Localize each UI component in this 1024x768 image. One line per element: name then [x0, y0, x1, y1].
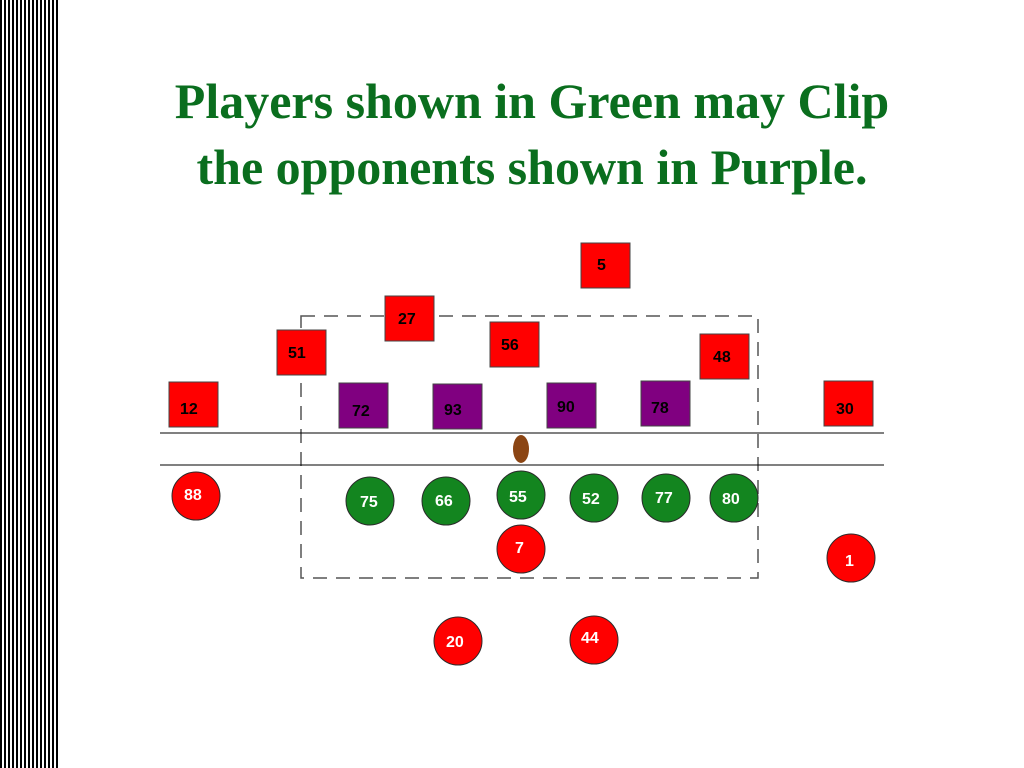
- lineman-circle: 77: [641, 473, 691, 523]
- lineman-circle: 66: [421, 476, 471, 526]
- player-number: 27: [398, 311, 416, 328]
- player-number: 7: [515, 540, 524, 557]
- lineman-circle: 55: [496, 470, 546, 520]
- defender-square: 5: [580, 242, 631, 289]
- defender-square: 51: [276, 329, 327, 376]
- defender-square: 30: [823, 380, 874, 427]
- player-number: 56: [501, 337, 519, 354]
- defender-square: 56: [489, 321, 540, 368]
- lineman-circle: 75: [345, 476, 395, 526]
- player-number: 12: [180, 401, 198, 418]
- clippable-defender: 72: [338, 382, 389, 429]
- clippable-defender: 90: [546, 382, 597, 429]
- title-line-1: Players shown in Green may Clip: [174, 73, 890, 129]
- left-stripe-decoration: [0, 0, 58, 768]
- offense-circle: 88: [171, 471, 221, 521]
- lineman-circle: 52: [569, 473, 619, 523]
- player-number: 75: [360, 494, 378, 511]
- defender-square: 12: [168, 381, 219, 428]
- clippable-defender: 78: [640, 380, 691, 427]
- player-number: 93: [444, 402, 462, 419]
- player-number: 44: [581, 630, 599, 647]
- player-number: 48: [713, 349, 731, 366]
- player-number: 77: [655, 490, 673, 507]
- player-number: 51: [288, 345, 306, 362]
- offense-circle: 44: [569, 615, 619, 665]
- player-number: 88: [184, 487, 202, 504]
- clipping-zone: [300, 315, 759, 579]
- football: [513, 435, 529, 463]
- player-number: 72: [352, 403, 370, 420]
- offense-circle: 20: [433, 616, 483, 666]
- lineman-circle: 80: [709, 473, 759, 523]
- offense-circle: 1: [826, 533, 876, 583]
- clippable-defender: 93: [432, 383, 483, 430]
- player-number: 66: [435, 493, 453, 510]
- defender-square: 27: [384, 295, 435, 342]
- player-number: 1: [845, 553, 854, 570]
- player-number: 55: [509, 489, 527, 506]
- defender-square: 48: [699, 333, 750, 380]
- title-line-2: the opponents shown in Purple.: [196, 139, 868, 195]
- player-number: 90: [557, 399, 575, 416]
- player-number: 5: [597, 257, 606, 274]
- player-number: 20: [446, 634, 464, 651]
- offense-circle: 7: [496, 524, 546, 574]
- player-number: 78: [651, 400, 669, 417]
- player-number: 80: [722, 491, 740, 508]
- player-number: 52: [582, 491, 600, 508]
- player-number: 30: [836, 401, 854, 418]
- slide-title: Players shown in Green may Clip the oppo…: [70, 68, 994, 200]
